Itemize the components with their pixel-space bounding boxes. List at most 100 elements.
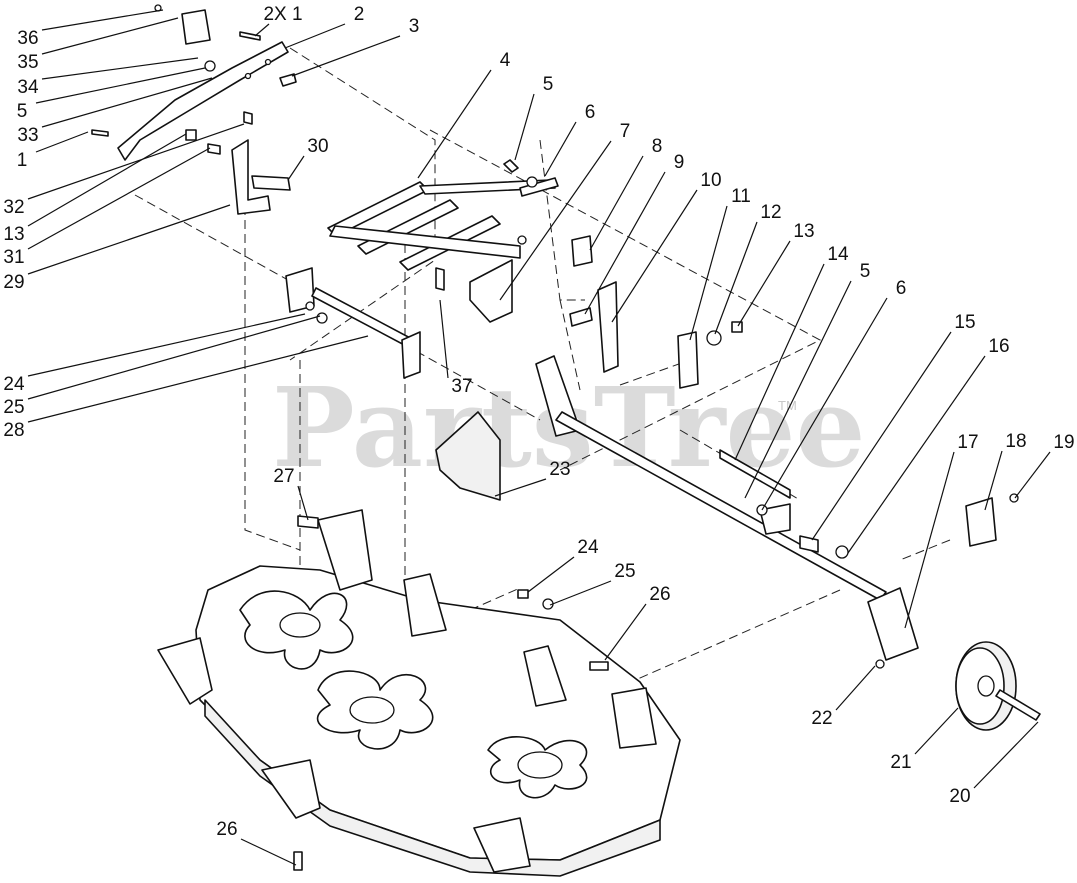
callout-leader-c36 xyxy=(41,9,164,31)
callout-label-c6a: 6 xyxy=(585,102,596,123)
callout-leader-c37 xyxy=(439,299,449,379)
gauge-wheel xyxy=(955,641,1041,731)
callout-leader-c24b xyxy=(527,556,575,593)
callout-leader-c23 xyxy=(494,478,547,497)
callout-leader-c5c xyxy=(744,280,852,499)
callout-label-c5c: 5 xyxy=(860,261,871,282)
callout-leader-c5a xyxy=(35,67,206,104)
callout-leader-c30 xyxy=(287,155,305,181)
callout-label-c3: 3 xyxy=(409,16,420,37)
callout-label-c24b: 24 xyxy=(577,537,599,558)
callout-leader-c7 xyxy=(499,140,612,301)
callout-leader-c5b xyxy=(514,93,535,161)
callout-leader-c33 xyxy=(41,77,213,128)
callout-label-c31: 31 xyxy=(3,247,24,268)
callout-label-c13a: 13 xyxy=(793,221,814,242)
callout-label-c35: 35 xyxy=(17,52,38,73)
callout-leader-c27 xyxy=(297,485,309,521)
callout-label-c21: 21 xyxy=(890,752,911,773)
callout-label-c5a: 5 xyxy=(17,101,28,122)
callout-leader-c11 xyxy=(689,205,728,341)
callout-leader-c13b xyxy=(27,133,187,227)
mower-deck xyxy=(157,509,681,877)
callout-label-c17: 17 xyxy=(957,432,978,453)
callout-leader-c15 xyxy=(811,331,952,541)
callout-leader-c4 xyxy=(417,69,492,179)
callout-leader-c32 xyxy=(27,123,245,200)
callout-label-c15: 15 xyxy=(954,312,975,333)
callout-label-c27: 27 xyxy=(273,466,294,487)
callout-label-c2x1: 2X 1 xyxy=(263,4,302,25)
callout-leader-c25b xyxy=(549,580,612,606)
callout-leader-c34 xyxy=(41,57,199,80)
callout-leader-c6b xyxy=(761,297,888,511)
adjust-hardware xyxy=(569,235,743,389)
callout-label-c9: 9 xyxy=(674,152,685,173)
callout-label-c24a: 24 xyxy=(3,374,25,395)
callout-label-c2: 2 xyxy=(354,4,365,25)
lift-arm-assembly xyxy=(91,4,297,215)
callout-label-c23: 23 xyxy=(549,459,570,480)
callout-label-c25b: 25 xyxy=(614,561,635,582)
callout-label-c16: 16 xyxy=(988,336,1009,357)
callout-label-c6b: 6 xyxy=(896,278,907,299)
callout-leader-c2 xyxy=(284,23,346,49)
callout-label-c33: 33 xyxy=(17,125,38,146)
callout-leader-c6a xyxy=(544,121,577,177)
callout-label-c8: 8 xyxy=(652,136,663,157)
callout-leader-c31 xyxy=(27,147,211,250)
callout-label-c4: 4 xyxy=(500,50,511,71)
callout-label-c37: 37 xyxy=(451,376,472,397)
callout-leader-c14 xyxy=(734,263,825,461)
callout-label-c32: 32 xyxy=(3,197,24,218)
callout-leader-c19 xyxy=(1014,451,1051,499)
callout-leader-c26a xyxy=(604,603,647,661)
callout-leader-c25a xyxy=(27,315,321,400)
callout-label-c34: 34 xyxy=(17,77,39,98)
callout-label-c29: 29 xyxy=(3,272,24,293)
callout-label-c26a: 26 xyxy=(649,584,670,605)
callout-leader-c17 xyxy=(904,451,955,629)
callout-leader-c26b xyxy=(240,838,297,866)
callout-label-c28: 28 xyxy=(3,420,24,441)
callout-leaders xyxy=(27,9,1051,866)
callout-label-c5b: 5 xyxy=(543,74,554,95)
callout-leader-c29 xyxy=(27,204,231,275)
callout-leader-c20 xyxy=(973,721,1039,789)
callout-label-c36: 36 xyxy=(17,28,38,49)
callout-leader-c3 xyxy=(291,35,401,77)
callout-label-c14: 14 xyxy=(827,244,849,265)
callout-leader-c18 xyxy=(984,450,1003,511)
callout-leader-c35 xyxy=(41,17,179,55)
callout-label-c11: 11 xyxy=(731,186,751,207)
callout-label-c30: 30 xyxy=(307,136,328,157)
callout-leader-c16 xyxy=(847,355,986,554)
callout-label-c18: 18 xyxy=(1005,431,1026,452)
callout-label-c10: 10 xyxy=(700,170,721,191)
hoc-ladder-assembly xyxy=(327,159,559,323)
callout-label-c13b: 13 xyxy=(3,224,24,245)
callout-leader-c9 xyxy=(584,171,666,315)
callout-label-c20: 20 xyxy=(949,786,970,807)
callout-leader-c1a xyxy=(35,131,89,153)
callout-label-c1a: 1 xyxy=(17,150,28,171)
callout-leader-c8 xyxy=(589,155,644,251)
callout-leader-c12 xyxy=(714,221,758,335)
front-bracket-and-axle xyxy=(435,355,1019,669)
rear-bar xyxy=(285,267,445,379)
callout-leader-c13a xyxy=(737,240,791,327)
callout-leader-c10 xyxy=(611,189,698,323)
callout-leader-c28 xyxy=(27,335,369,423)
callout-leader-c21 xyxy=(914,707,959,755)
callout-leader-c2x1 xyxy=(254,23,270,37)
callout-label-c12: 12 xyxy=(760,202,781,223)
callout-label-c25a: 25 xyxy=(3,397,24,418)
callout-leader-c22 xyxy=(835,665,876,711)
callout-leader-c24a xyxy=(27,313,306,377)
callout-label-c26b: 26 xyxy=(216,819,237,840)
callout-label-c22: 22 xyxy=(811,708,832,729)
callout-label-c7: 7 xyxy=(620,121,631,142)
callout-label-c19: 19 xyxy=(1053,432,1074,453)
